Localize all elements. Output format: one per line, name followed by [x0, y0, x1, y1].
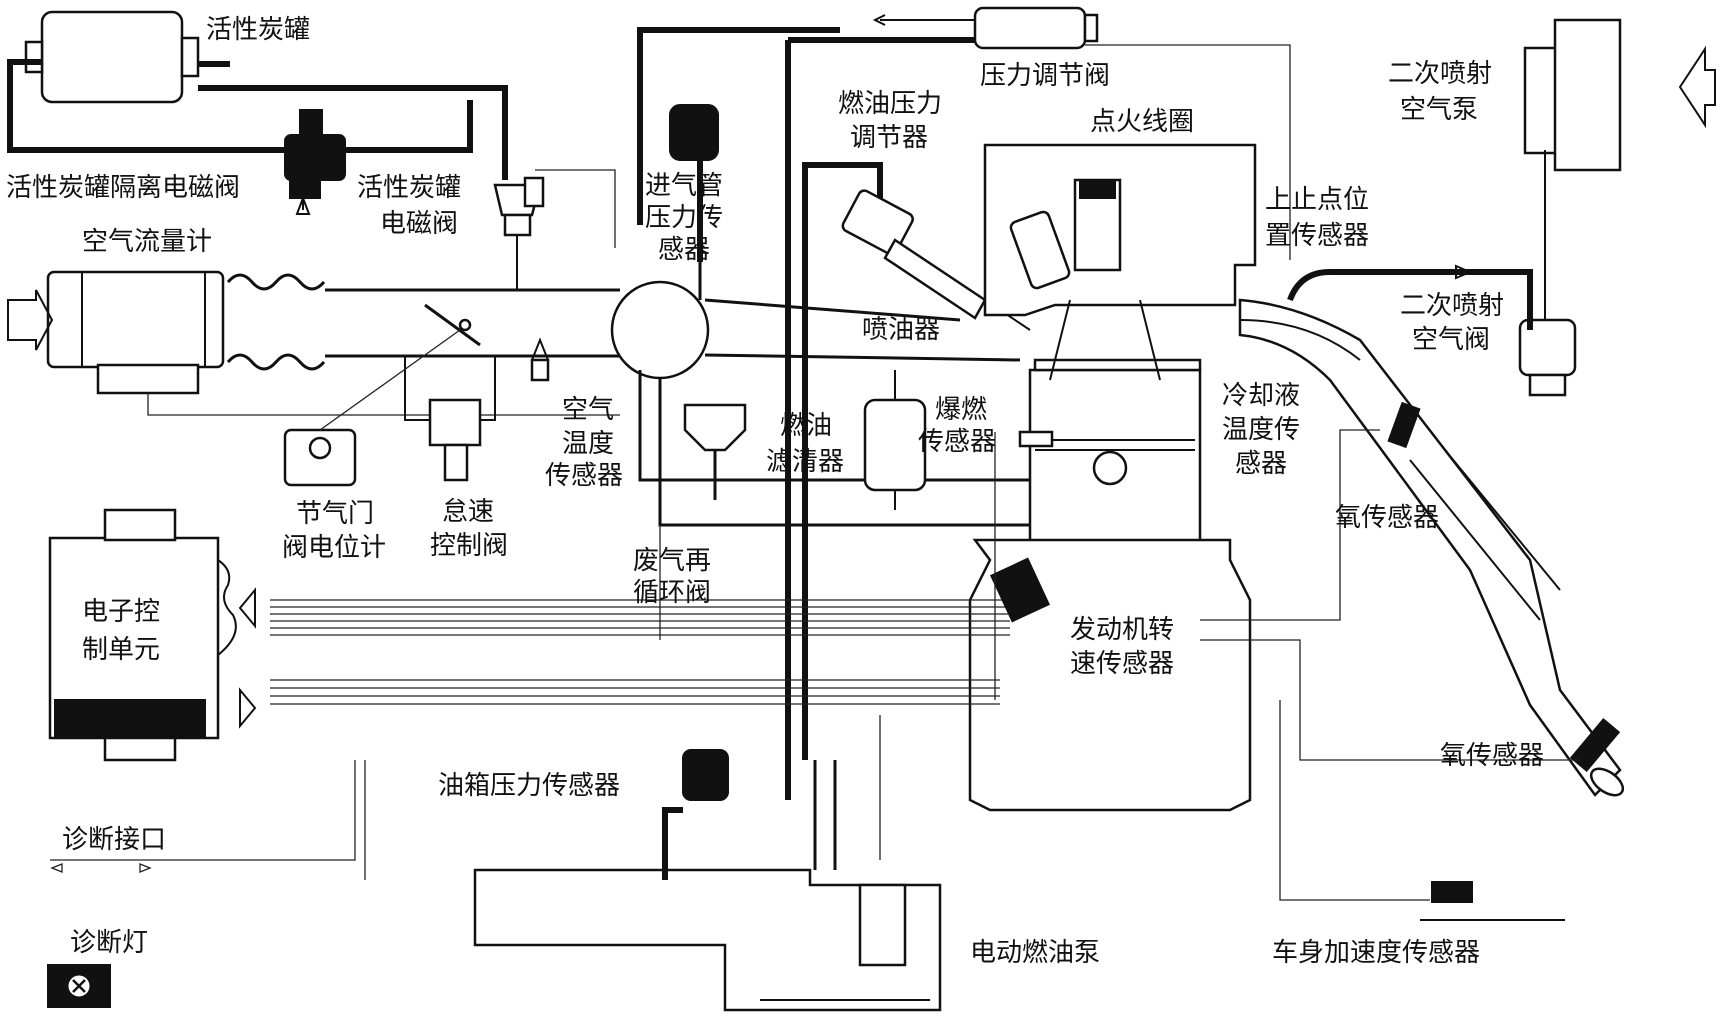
label-tank-pressure: 油箱压力传感器: [438, 771, 621, 801]
label-ignition-coil: 点火线圈: [1090, 107, 1195, 137]
label-throttle-pot-2: 阀电位计: [282, 533, 387, 563]
label-coolant-1: 冷却液: [1222, 381, 1301, 411]
label-map-sensor-3: 感器: [658, 235, 711, 265]
label-secondary-air-pump-2: 空气泵: [1400, 95, 1479, 125]
label-pressure-reg-valve: 压力调节阀: [980, 61, 1111, 91]
label-injector: 喷油器: [862, 315, 941, 345]
label-secondary-air-valve-1: 二次喷射: [1400, 291, 1505, 321]
label-mass-air-flow: 空气流量计: [82, 227, 213, 257]
label-secondary-air-valve-2: 空气阀: [1412, 325, 1491, 355]
label-air-temp-1: 空气: [562, 395, 615, 425]
label-canister: 活性炭罐: [206, 15, 311, 45]
label-knock-2: 传感器: [918, 427, 997, 457]
label-fuel-pressure-reg-1: 燃油压力: [838, 89, 943, 119]
pressure-regulator-valve-shape: [788, 6, 1291, 260]
secondary-air-shape: [1287, 18, 1716, 397]
label-o2-lower: 氧传感器: [1440, 741, 1545, 771]
label-fuel-pressure-reg-2: 调节器: [850, 123, 929, 153]
label-secondary-air-pump-1: 二次喷射: [1388, 59, 1493, 89]
exhaust-shape: [1238, 298, 1625, 797]
label-egr-2: 循环阀: [633, 578, 712, 608]
label-fuel-filter-1: 燃油: [780, 411, 833, 441]
o2-sensors-shape: [1200, 401, 1621, 772]
canister-shape: [7, 10, 508, 180]
label-idle-valve-1: 怠速: [442, 497, 495, 527]
filter-egr-shape: [659, 370, 927, 640]
label-rpm-2: 速传感器: [1070, 649, 1175, 679]
label-egr-1: 废气再: [633, 546, 712, 576]
label-body-accel: 车身加速度传感器: [1272, 938, 1481, 968]
engine-shape: [968, 143, 1257, 812]
label-diag-lamp: 诊断灯: [70, 928, 149, 958]
label-fuel-pump: 电动燃油泵: [970, 938, 1101, 968]
label-map-sensor-2: 压力传: [645, 203, 724, 233]
knock-rpm-shape: [989, 430, 1054, 700]
label-idle-valve-2: 控制阀: [430, 531, 509, 561]
label-coolant-3: 感器: [1235, 449, 1288, 479]
canister-solenoid-shape: [493, 169, 616, 290]
label-ecu-2: 制单元: [82, 635, 161, 665]
label-canister-solenoid-2: 电磁阀: [380, 209, 459, 239]
ecu-shape: [47, 508, 1010, 1008]
label-canister-isolation-valve: 活性炭罐隔离电磁阀: [6, 173, 241, 203]
plenum-shape: [610, 262, 1040, 527]
injector-shape: [785, 40, 1031, 800]
label-knock-1: 爆燃: [935, 395, 988, 425]
maf-shape: [7, 270, 620, 416]
label-fuel-filter-2: 滤清器: [766, 447, 845, 477]
fuel-tank-shape: [473, 700, 1565, 1012]
isolation-valve-shape: [284, 109, 346, 215]
label-coolant-2: 温度传: [1222, 415, 1301, 445]
label-o2-upper: 氧传感器: [1335, 503, 1440, 533]
label-ecu-1: 电子控: [82, 597, 161, 627]
label-air-temp-3: 传感器: [545, 461, 624, 491]
label-canister-solenoid-1: 活性炭罐: [357, 173, 462, 203]
label-map-sensor-1: 进气管: [645, 171, 724, 201]
label-tdc-sensor-1: 上止点位: [1265, 185, 1370, 215]
map-sensor-shape: [637, 27, 840, 262]
throttle-shape: [283, 303, 550, 487]
label-diag-port: 诊断接口: [62, 825, 167, 855]
label-air-temp-2: 温度: [562, 429, 615, 459]
label-throttle-pot-1: 节气门: [296, 499, 375, 529]
label-tdc-sensor-2: 置传感器: [1265, 221, 1370, 251]
label-rpm-1: 发动机转: [1070, 615, 1175, 645]
